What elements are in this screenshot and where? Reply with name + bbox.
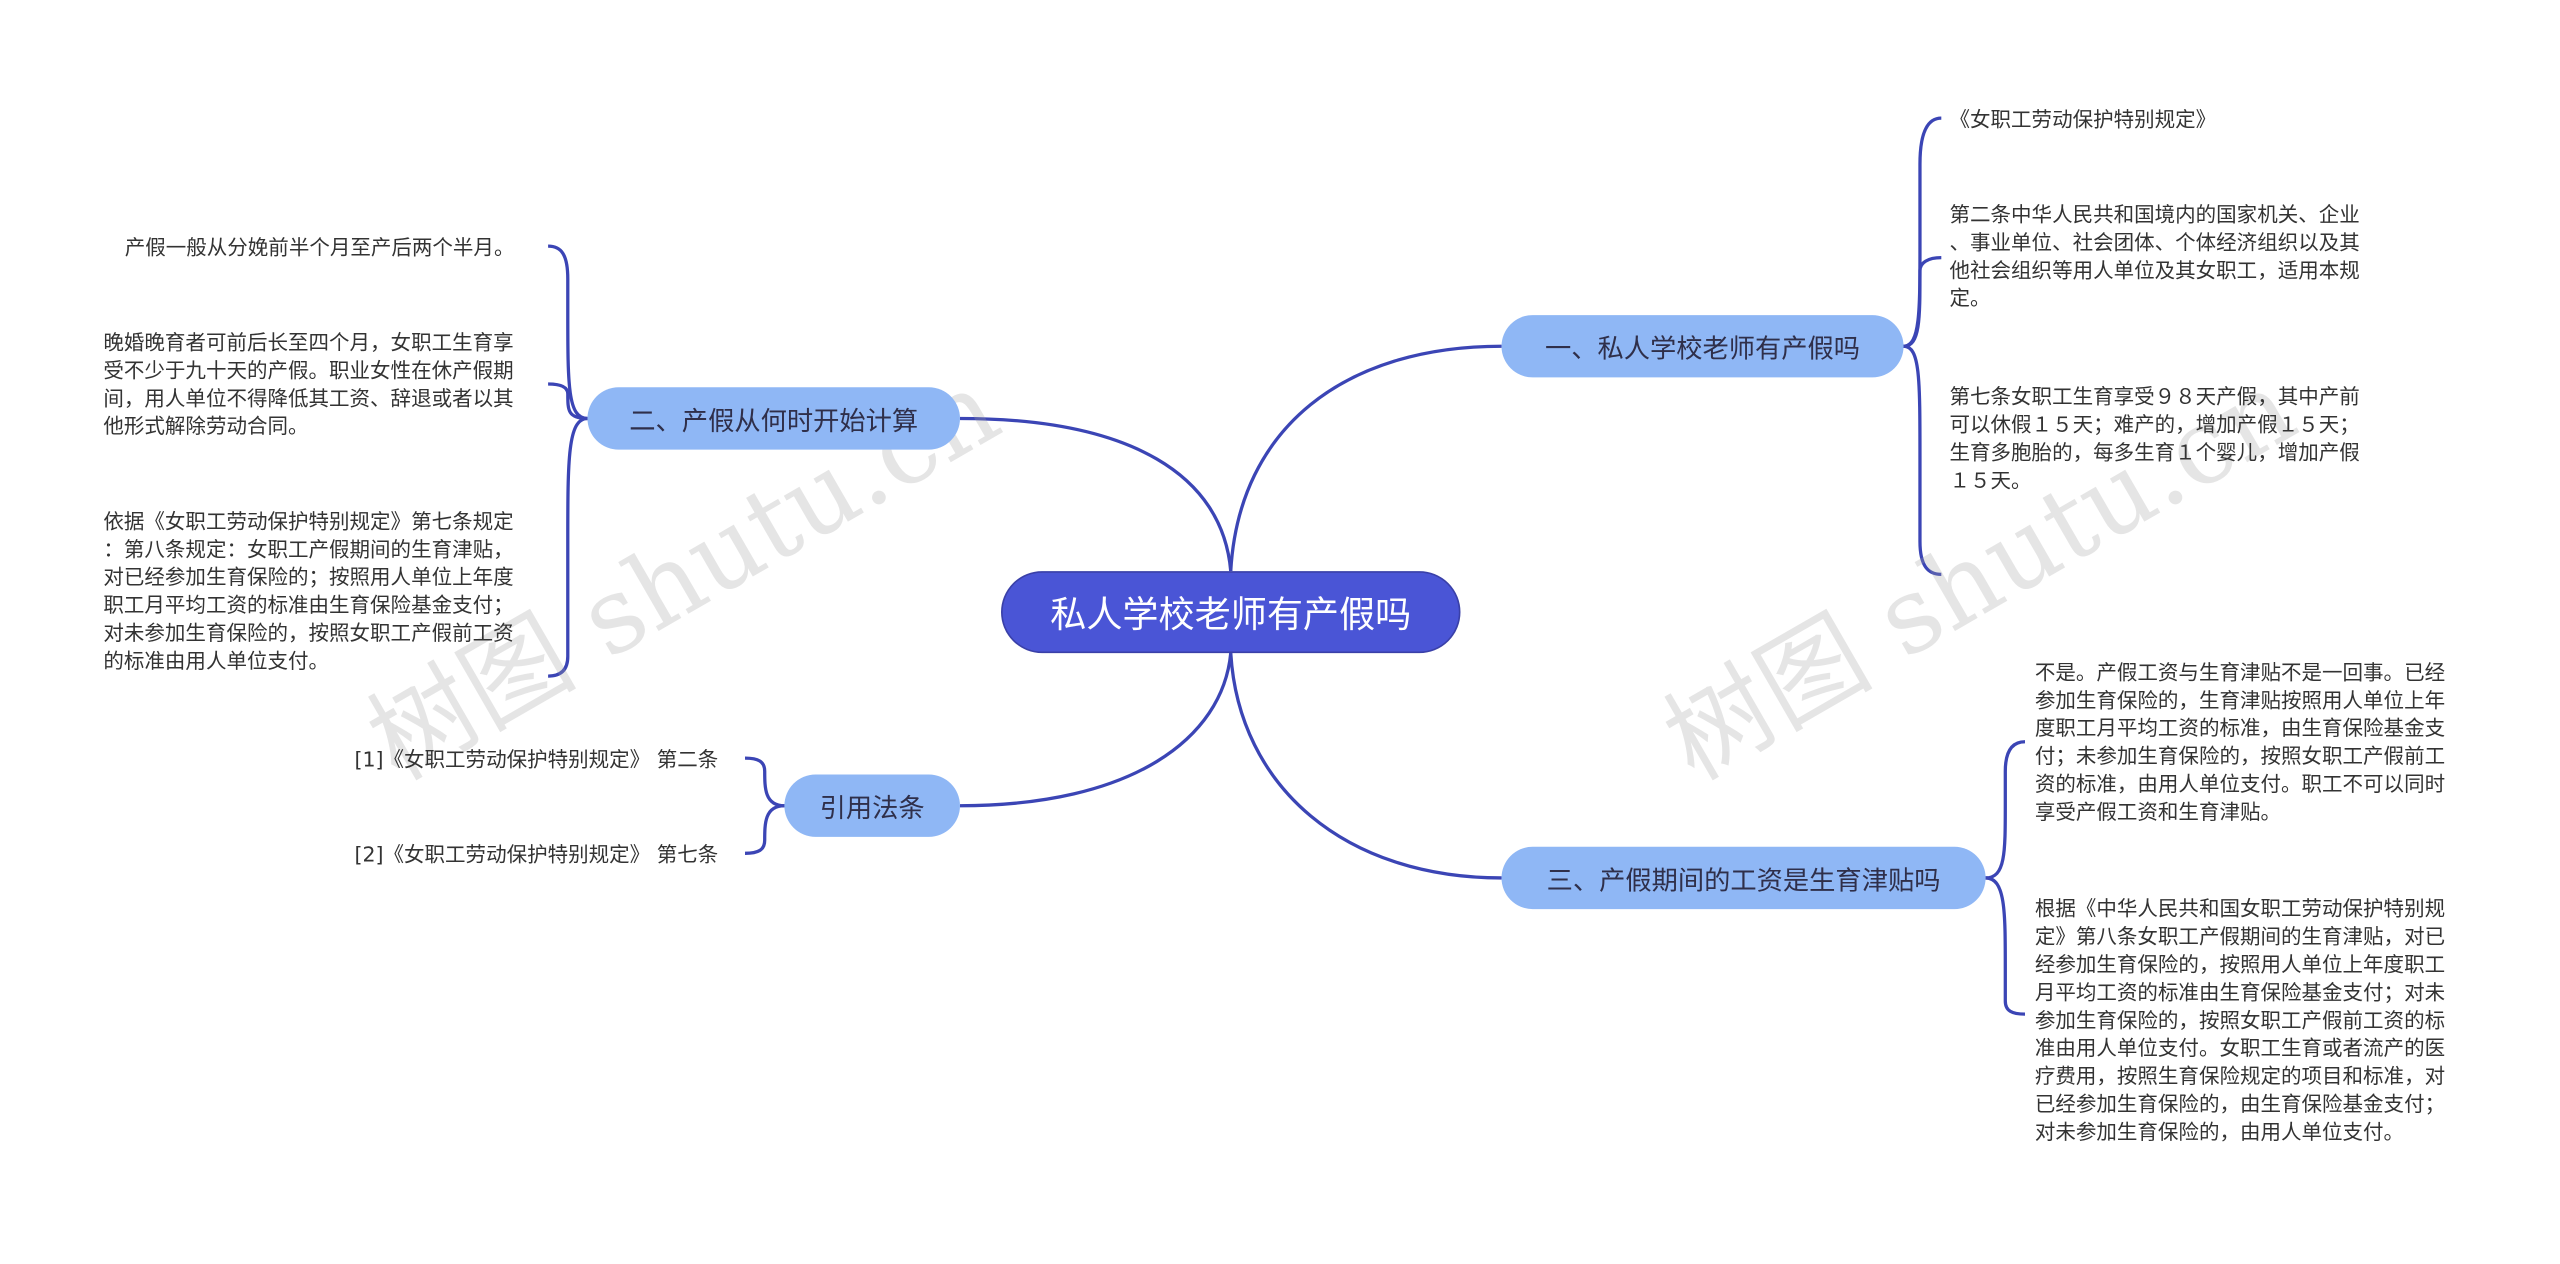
leaf-b3-1: 不是。产假工资与生育津贴不是一回事。已经 参加生育保险的，生育津贴按照用人单位上…: [2034, 659, 2446, 824]
link-root-b4: [959, 652, 1233, 808]
leaf-b4-1: [1]《女职工劳动保护特别规定》 第二条: [354, 746, 719, 772]
link-b4-leaf2: [744, 804, 785, 855]
leaf-b2-1: 产假一般从分娩前半个月至产后两个半月。: [124, 234, 515, 260]
link-b1-leaf2: [1903, 255, 1942, 348]
link-root-b1: [1229, 344, 1502, 572]
branch-node-2[interactable]: 二、产假从何时开始计算: [587, 387, 960, 450]
branch-node-1[interactable]: 一、私人学校老师有产假吗: [1501, 315, 1904, 378]
leaf-b1-2: 第二条中华人民共和国境内的国家机关、企业 、事业单位、社会团体、个体经济组织以及…: [1949, 201, 2360, 311]
link-b1-brace: [1903, 116, 1942, 348]
leaf-b4-2: [2]《女职工劳动保护特别规定》 第七条: [354, 841, 719, 867]
leaf-b2-2: 晚婚晚育者可前后长至四个月，女职工生育享 受不少于九十天的产假。职业女性在休产假…: [103, 329, 514, 439]
link-b2-leaf2: [548, 382, 588, 421]
link-root-b3: [1229, 653, 1502, 880]
branch-node-3[interactable]: 三、产假期间的工资是生育津贴吗: [1501, 846, 1986, 910]
link-b1-leaf3: [1903, 344, 1942, 576]
leaf-b2-3: 依据《女职工劳动保护特别规定》第七条规定 ：第八条规定：女职工产假期间的生育津贴…: [103, 508, 514, 673]
leaf-b1-3: 第七条女职工生育享受９８天产假，其中产前 可以休假１５天；难产的，增加产假１５天…: [1949, 383, 2360, 493]
root-node[interactable]: 私人学校老师有产假吗: [1001, 571, 1461, 654]
leaf-b1-1: 《女职工劳动保护特别规定》: [1949, 106, 2217, 132]
branch-node-4[interactable]: 引用法条: [784, 774, 960, 837]
link-b2-leaf3: [548, 416, 588, 678]
link-root-b2: [959, 416, 1233, 572]
link-b2-leaf1: [547, 244, 588, 421]
leaf-b3-2: 根据《中华人民共和国女职工劳动保护特别规 定》第八条女职工产假期间的生育津贴，对…: [2034, 895, 2446, 1144]
link-b3-leaf2: [1985, 876, 2026, 1016]
link-b4-leaf1: [744, 756, 785, 808]
link-b3-leaf1: [1985, 740, 2026, 880]
